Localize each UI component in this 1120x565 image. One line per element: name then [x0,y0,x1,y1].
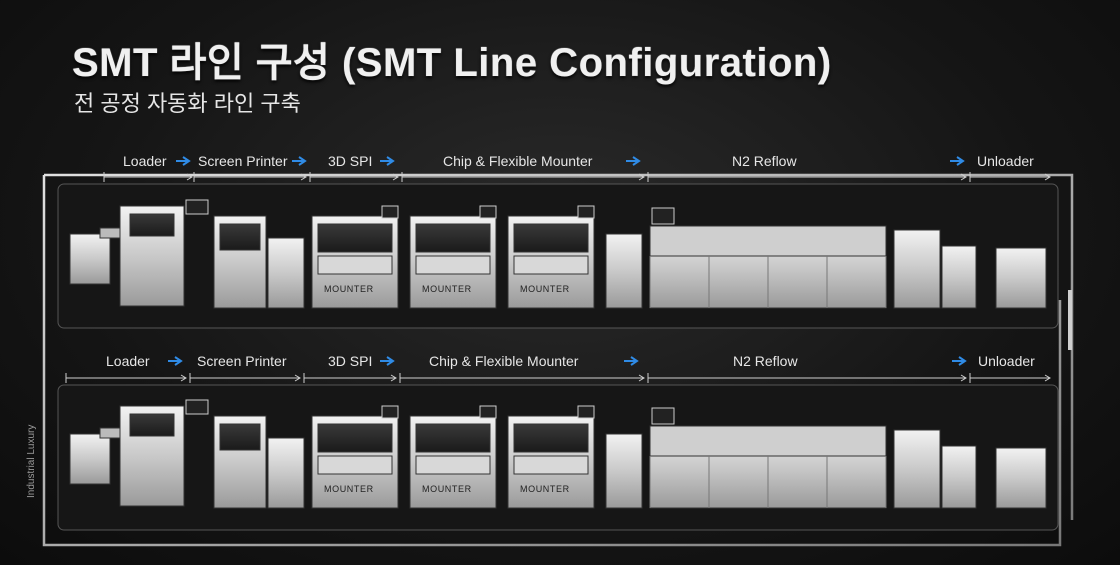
mounter-label: MOUNTER [324,284,374,294]
stage-span-arrowhead [1044,173,1051,181]
loader-conveyor [99,227,123,239]
machines: MOUNTER MOUNTER MOUNTER [69,399,1047,509]
stage-label: Unloader [977,153,1034,169]
mounter-window [317,423,393,453]
mounter-monitor [577,405,595,419]
stage-label: 3D SPI [328,353,372,369]
post-reflow-unit [893,429,941,509]
loader-conveyor [99,427,123,439]
loader-monitor [185,399,209,415]
mounter-tray [513,455,589,475]
stage-span-arrowhead [1044,374,1051,382]
mounter-tray [513,255,589,275]
flow-arrow-icon [176,156,191,166]
stage-span-arrowhead [294,374,301,382]
mounter-tray [415,455,491,475]
stage-label: 3D SPI [328,153,372,169]
mounter-window [415,423,491,453]
mounter-monitor [577,205,595,219]
mounter-window [415,223,491,253]
mounter-label: MOUNTER [324,484,374,494]
stage-span-arrowhead [960,173,967,181]
mounter-label: MOUNTER [422,484,472,494]
page-title: SMT 라인 구성 (SMT Line Configuration) [72,41,832,85]
inspection-unit [605,233,643,309]
stage-span-arrowhead [638,173,645,181]
mounter-window [513,423,589,453]
stage-label: Chip & Flexible Mounter [443,153,593,169]
mounter-label: MOUNTER [520,484,570,494]
stage-span-arrowhead [390,374,397,382]
reflow-hood [649,225,887,257]
line-row-2: Loader Screen Printer 3D SPI Chip & Flexibl… [57,353,1059,531]
mounter-label: MOUNTER [520,284,570,294]
reflow-monitor [651,407,675,425]
stage-label: Chip & Flexible Mounter [429,353,579,369]
printer-window [219,423,261,451]
mounter-window [317,223,393,253]
flow-arrow-icon [380,356,395,366]
printer-side-unit [267,237,305,309]
stage-label: Loader [106,353,150,369]
outer-frame [42,173,1074,547]
stage-span-arrowhead [186,173,193,181]
loader-window [129,413,175,437]
mounter-monitor [479,405,497,419]
post-reflow-conveyor [941,445,977,509]
flow-arrow-icon [626,156,641,166]
flow-arrow-icon [952,356,967,366]
stage-span-arrowhead [960,374,967,382]
mounter-tray [317,255,393,275]
printer-window [219,223,261,251]
unloader-machine [995,247,1047,309]
loader-monitor [185,199,209,215]
stage-span-arrowhead [392,173,399,181]
flow-arrow-icon [950,156,965,166]
mounter-tray [317,455,393,475]
stage-label: Screen Printer [197,353,287,369]
line-row-1: Loader Screen Printer 3D SPI Chip & Flexibl… [57,153,1059,329]
stage-span-arrowhead [300,173,307,181]
stage-span-arrowhead [638,374,645,382]
machines: MOUNTER MOUNTER MOUNTER [69,199,1047,309]
printer-side-unit [267,437,305,509]
flow-arrow-icon [624,356,639,366]
stage-span-arrowhead [180,374,187,382]
mounter-monitor [381,205,399,219]
unloader-machine [995,447,1047,509]
loader-window [129,213,175,237]
mounter-monitor [381,405,399,419]
stage-labels: Loader Screen Printer 3D SPI Chip & Flexibl… [103,153,1051,182]
reflow-hood [649,425,887,457]
flow-arrow-icon [380,156,395,166]
stage-label: Screen Printer [198,153,288,169]
mounter-window [513,223,589,253]
stage-label: N2 Reflow [733,353,798,369]
loader-rack [69,433,111,485]
page-subtitle: 전 공정 자동화 라인 구축 [74,91,301,116]
flow-arrow-icon [168,356,183,366]
stage-label: Unloader [978,353,1035,369]
mounter-tray [415,255,491,275]
mounter-label: MOUNTER [422,284,472,294]
inspection-unit [605,433,643,509]
stage-label: N2 Reflow [732,153,797,169]
stage-label: Loader [123,153,167,169]
loader-rack [69,233,111,285]
frame-accent [1068,290,1072,350]
stage-labels: Loader Screen Printer 3D SPI Chip & Flexibl… [65,353,1051,383]
post-reflow-conveyor [941,245,977,309]
post-reflow-unit [893,229,941,309]
reflow-monitor [651,207,675,225]
flow-arrow-icon [292,156,307,166]
mounter-monitor [479,205,497,219]
